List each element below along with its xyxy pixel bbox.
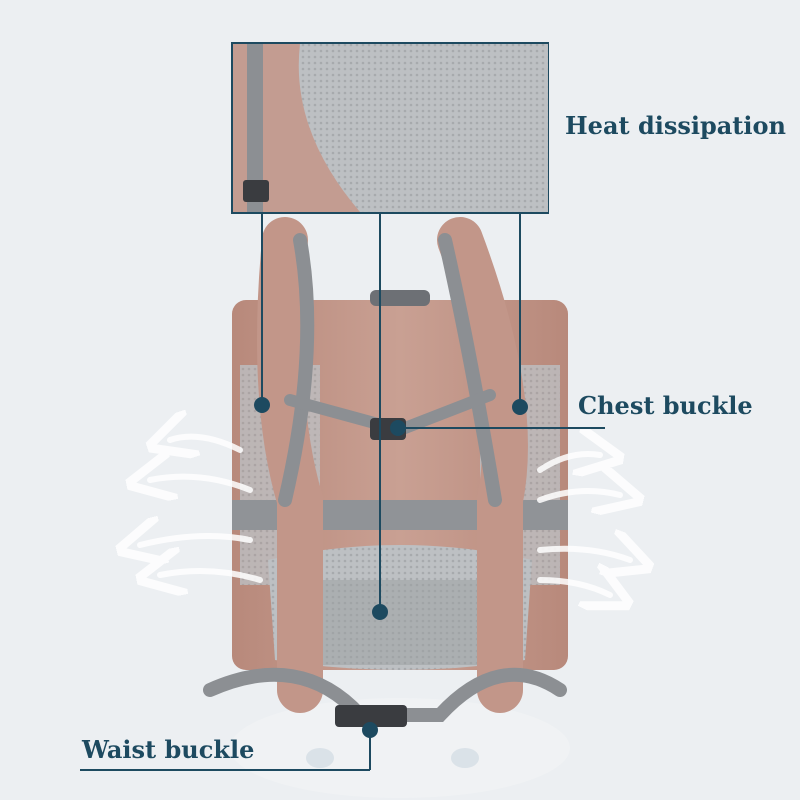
heat-dissipation-inset <box>231 42 549 214</box>
callout-lines <box>80 213 605 771</box>
label-waist-buckle: Waist buckle <box>82 735 255 764</box>
label-heat-dissipation: Heat dissipation <box>565 111 786 140</box>
cat-image <box>230 698 570 798</box>
airflow-arrows <box>140 437 630 595</box>
waist-buckle <box>335 705 407 727</box>
label-chest-buckle: Chest buckle <box>578 391 753 420</box>
